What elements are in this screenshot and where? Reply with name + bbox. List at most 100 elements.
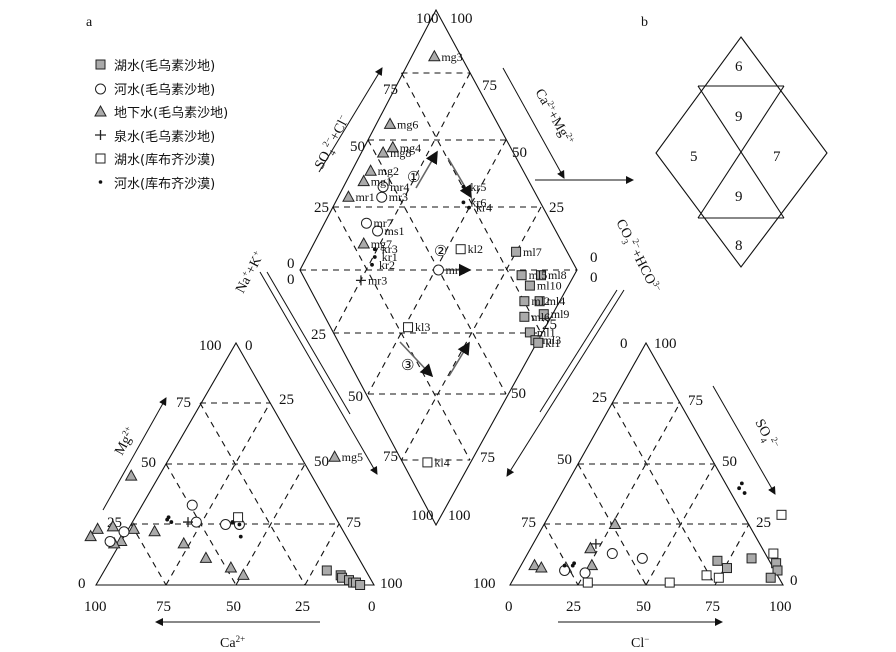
anion-point bbox=[535, 561, 548, 573]
anion-point bbox=[712, 555, 723, 566]
cation-point bbox=[148, 524, 161, 537]
diamond-point-label: mg7 bbox=[371, 237, 392, 251]
axis-title-ca: Ca2+ bbox=[220, 634, 245, 651]
cation-tick-r-50: 50 bbox=[314, 454, 329, 470]
diamond-point-label: mg8 bbox=[390, 146, 411, 160]
diamond-point bbox=[538, 309, 549, 320]
diamond-point-label: kr4 bbox=[476, 201, 492, 215]
diamond-point bbox=[533, 337, 544, 348]
diamond-point-label: mr1 bbox=[355, 190, 374, 204]
anion-triangle bbox=[509, 341, 784, 586]
diamond-tick-ll-50: 50 bbox=[348, 389, 363, 405]
cation-point bbox=[114, 534, 128, 546]
axis-title-cl: Cl− bbox=[631, 634, 649, 651]
diamond-point-label: mr7 bbox=[373, 216, 392, 230]
diamond-field bbox=[299, 8, 578, 527]
zone-7-label: 7 bbox=[773, 149, 781, 165]
legend-marker-river-mu-us bbox=[95, 83, 106, 95]
cation-point bbox=[124, 469, 138, 481]
cation-tick-r-75: 75 bbox=[346, 515, 361, 531]
cation-tick-ca-75: 75 bbox=[156, 599, 171, 615]
legend-label-river-mu-us: 河水(毛乌素沙地) bbox=[114, 82, 215, 98]
diamond-point bbox=[455, 244, 466, 255]
diamond-tick-lr-50: 50 bbox=[511, 386, 526, 402]
diamond-tick-right-upper: 0 bbox=[590, 250, 598, 266]
axis-direction-arrows bbox=[259, 67, 634, 477]
zone-9-upper-label: 9 bbox=[735, 109, 743, 125]
diamond-tick-ul-75: 75 bbox=[383, 82, 398, 98]
cation-tick-0-top: 0 bbox=[245, 338, 253, 354]
diamond-tick-left-lower: 0 bbox=[287, 272, 295, 288]
anion-point bbox=[606, 548, 618, 560]
diamond-point bbox=[357, 236, 371, 249]
diamond-point-label: kr1 bbox=[382, 250, 398, 264]
diamond-point-label: ml9 bbox=[551, 307, 570, 321]
anion-point bbox=[579, 567, 591, 579]
cation-point bbox=[224, 561, 238, 573]
cation-tick-r-100: 100 bbox=[380, 576, 403, 592]
anion-point bbox=[570, 563, 575, 568]
diamond-point bbox=[355, 275, 366, 286]
anion-tick-l-75: 75 bbox=[521, 515, 536, 531]
cation-tick-r-25: 25 bbox=[279, 392, 294, 408]
anion-tick-so4-25: 25 bbox=[756, 515, 771, 531]
cation-point bbox=[104, 535, 116, 547]
diamond-tick-ur-50: 50 bbox=[512, 145, 527, 161]
cation-point bbox=[177, 536, 191, 549]
anion-point bbox=[584, 541, 597, 554]
cation-point bbox=[237, 522, 242, 527]
cation-tick-mg-75: 75 bbox=[176, 395, 191, 411]
cation-point bbox=[355, 580, 366, 590]
anion-tick-so4-0: 0 bbox=[790, 573, 798, 589]
diamond-tick-right-lower: 0 bbox=[590, 270, 598, 286]
evolution-label-2: ② bbox=[434, 242, 447, 260]
diamond-point bbox=[328, 450, 341, 462]
diamond-point-label: mg3 bbox=[441, 50, 462, 64]
cation-point bbox=[91, 522, 104, 534]
cation-point bbox=[166, 515, 171, 520]
diamond-point-label: ml1 bbox=[537, 325, 556, 339]
diamond-point-label: kr2 bbox=[379, 258, 395, 272]
diamond-tick-bottom-right: 100 bbox=[448, 508, 471, 524]
diamond-point bbox=[524, 280, 535, 291]
anion-point bbox=[765, 572, 776, 583]
anion-point bbox=[768, 548, 779, 559]
anion-tick-cl-50: 50 bbox=[636, 599, 651, 615]
diamond-tick-lr-75: 75 bbox=[480, 450, 495, 466]
diamond-point bbox=[376, 145, 390, 158]
diamond-point-label: ml10 bbox=[537, 279, 562, 293]
diamond-point-label: kl1 bbox=[545, 336, 560, 350]
diamond-point-label: ml7 bbox=[523, 245, 542, 259]
anion-point bbox=[713, 572, 724, 583]
anion-point bbox=[528, 558, 541, 571]
diamond-point bbox=[433, 264, 444, 276]
cation-point bbox=[237, 568, 250, 580]
anion-point bbox=[722, 563, 732, 574]
cation-tick-ca-0: 0 bbox=[368, 599, 376, 615]
cation-point bbox=[220, 519, 232, 530]
cation-point bbox=[321, 565, 332, 576]
diamond-tick-labels: 100 100 75 50 25 75 50 25 0 0 0 0 25 50 … bbox=[287, 11, 598, 524]
anion-point bbox=[737, 486, 742, 491]
cation-point bbox=[84, 529, 97, 542]
diamond-point-label: kl3 bbox=[415, 320, 430, 334]
diamond-point-label: mr3 bbox=[368, 273, 387, 287]
axis-title-so4-cl: SO42−+Cl− bbox=[310, 112, 355, 173]
diamond-point bbox=[427, 49, 441, 62]
anion-point bbox=[776, 509, 787, 520]
diamond-point bbox=[467, 205, 471, 210]
cation-tick-mg-0: 0 bbox=[78, 576, 86, 592]
diamond-point-label: mr4 bbox=[390, 180, 409, 194]
diamond-point-label: mg5 bbox=[342, 450, 363, 464]
cation-point bbox=[183, 517, 193, 528]
anion-point bbox=[562, 563, 567, 568]
anion-point bbox=[590, 538, 601, 549]
diamond-tick-ul-25: 25 bbox=[314, 200, 329, 216]
cation-point bbox=[238, 534, 243, 539]
panel-a-label: a bbox=[86, 15, 93, 30]
diamond-point-label: kr5 bbox=[470, 180, 486, 194]
diamond-point bbox=[360, 217, 372, 229]
legend-marker-spring-mu-us bbox=[95, 130, 106, 140]
diamond-point bbox=[519, 311, 530, 322]
